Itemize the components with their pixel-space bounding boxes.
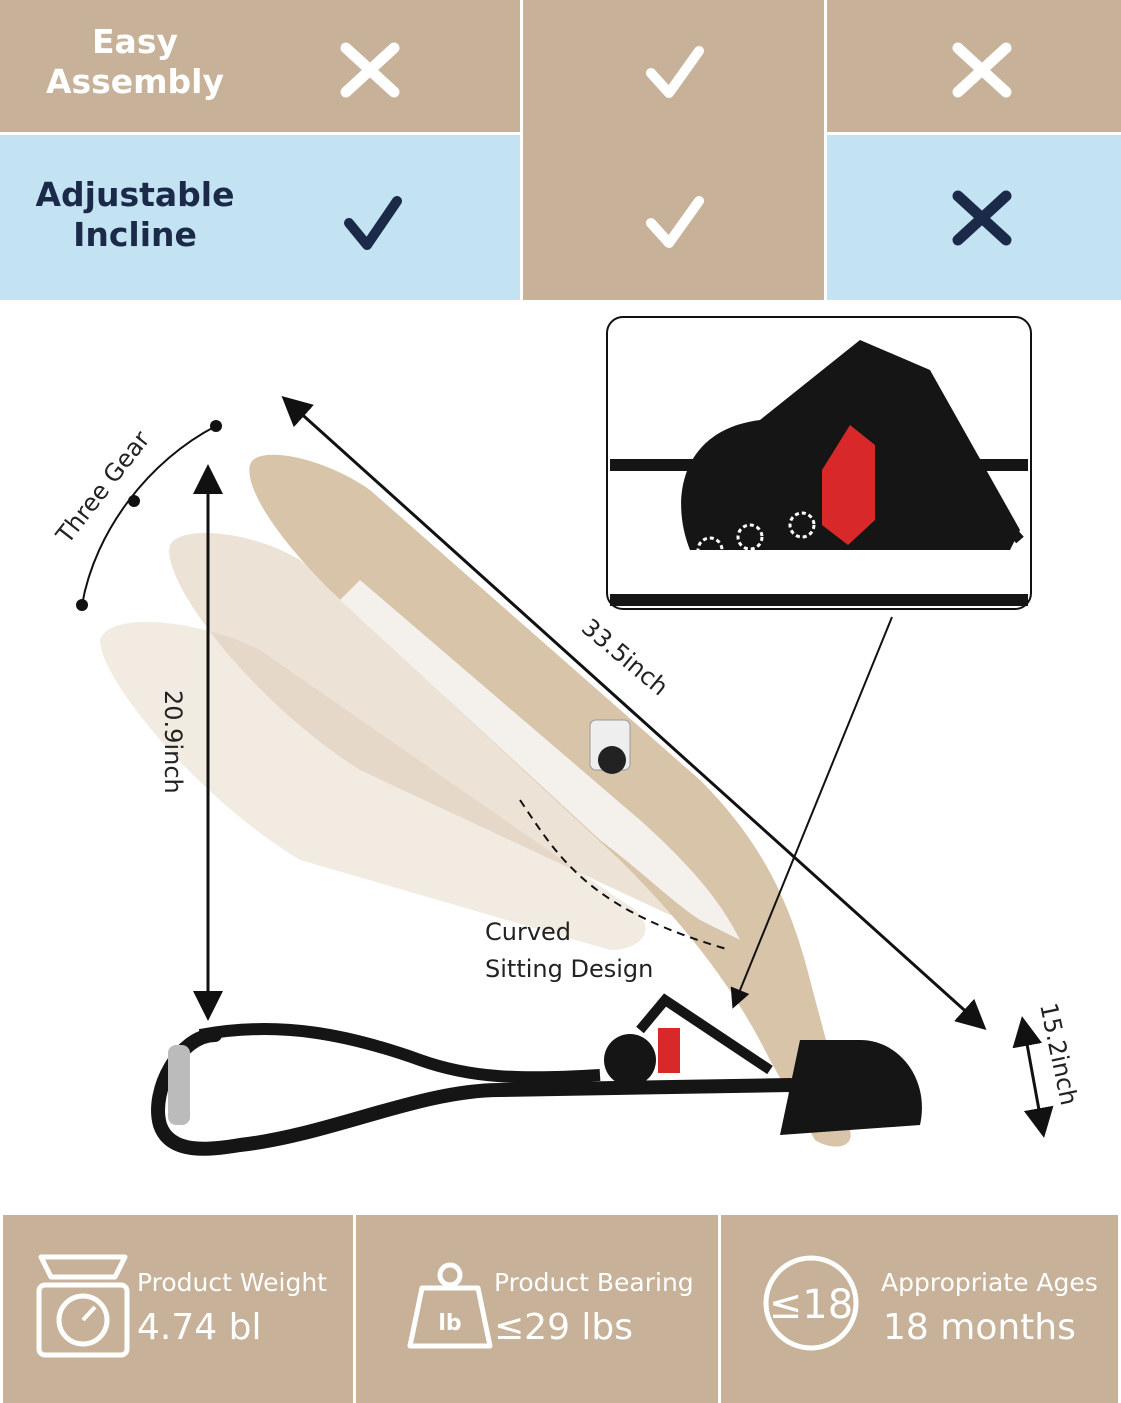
- row-easy-assembly-bg: [0, 0, 520, 132]
- row-label-adjustable-incline: Adjustable Incline: [30, 175, 240, 254]
- spec-divider: [353, 1222, 356, 1397]
- spec-ages-value: 18 months: [883, 1307, 1076, 1348]
- svg-text:lb: lb: [438, 1311, 461, 1336]
- age-18-icon: ≤18: [763, 1255, 859, 1351]
- spec-bearing-label: Product Bearing: [494, 1268, 694, 1297]
- check-mark-icon: [646, 46, 704, 98]
- x-mark-icon: [952, 42, 1012, 98]
- check-mark-icon: [646, 196, 704, 248]
- scale-icon: [36, 1254, 130, 1358]
- weight-lb-icon: lb: [407, 1262, 493, 1349]
- row-label-line: Easy Assembly: [45, 22, 225, 101]
- depth-label: 15.2inch: [1034, 1000, 1083, 1107]
- curved-design-callout: Curved Sitting Design: [485, 799, 731, 983]
- gear-detail-inset: [606, 316, 1032, 1009]
- row-label-easy-assembly: Easy Assembly: [30, 22, 240, 101]
- check-mark-icon: [344, 196, 402, 250]
- height-dimension: 20.9inch: [159, 464, 223, 1021]
- spec-ages-label: Appropriate Ages: [881, 1268, 1098, 1297]
- spec-weight-label: Product Weight: [137, 1268, 327, 1297]
- column-middle-bg: [523, 0, 824, 300]
- frame-grip: [168, 1045, 190, 1125]
- spec-bearing: lb Product Bearing ≤29 lbs: [356, 1215, 718, 1403]
- red-lever: [822, 425, 875, 545]
- depth-dimension: 15.2inch: [1012, 1000, 1083, 1138]
- height-label: 20.9inch: [159, 690, 187, 794]
- spec-weight: Product Weight 4.74 bl: [3, 1215, 353, 1403]
- spec-divider: [718, 1222, 721, 1397]
- curved-label-line1: Curved: [485, 918, 571, 946]
- x-mark-icon: [952, 190, 1012, 246]
- spec-ages: ≤18 Appropriate Ages 18 months: [721, 1215, 1118, 1403]
- curved-label-line2: Sitting Design: [485, 955, 653, 983]
- row-label-line: Adjustable Incline: [35, 175, 235, 254]
- spec-bearing-value: ≤29 lbs: [494, 1307, 634, 1348]
- spec-weight-value: 4.74 bl: [137, 1307, 262, 1348]
- x-mark-icon: [340, 42, 400, 98]
- age-badge-text: ≤18: [769, 1282, 853, 1328]
- bouncer-illustration: Three Gear 20.9inch 33.5inch 15.2inch Cu…: [50, 316, 1083, 1156]
- row-adjustable-incline-bg: [0, 135, 520, 300]
